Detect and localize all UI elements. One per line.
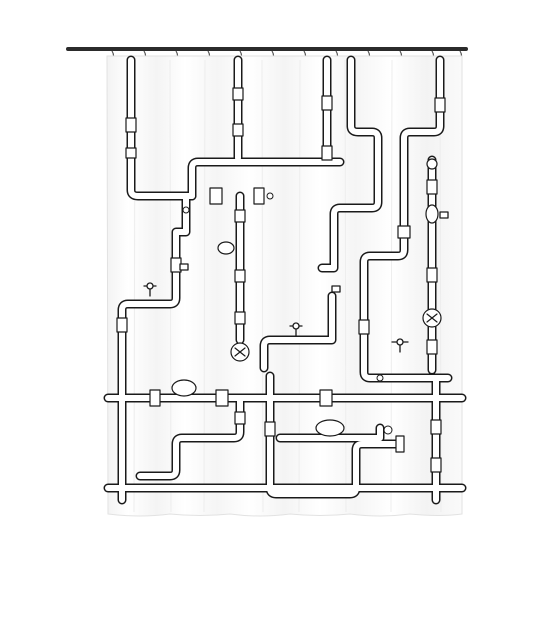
curtain-fabric <box>106 55 463 517</box>
curtain-rod <box>66 47 468 51</box>
pipe-illustration <box>103 55 467 505</box>
